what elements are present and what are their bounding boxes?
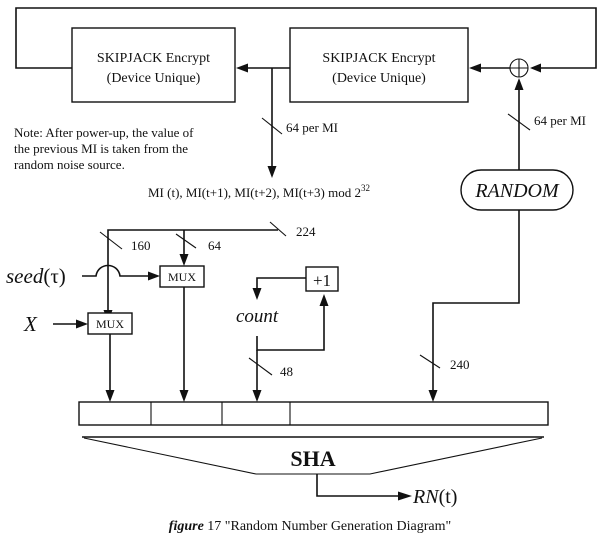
random-240-label: 240: [450, 357, 470, 372]
seed-input: seed(τ): [6, 264, 160, 288]
rn-output: RN(t): [316, 474, 457, 508]
mux-lower-label: MUX: [96, 317, 124, 331]
mi-width-label: 64 per MI: [286, 120, 338, 135]
arrow-count-to-register: [252, 390, 262, 402]
arrow-mux-lower-to-register: [105, 390, 115, 402]
bus-slash: [99, 231, 123, 250]
bus-slash: [261, 117, 283, 135]
arrow-into-count: [252, 288, 262, 300]
arrow-random-to-register: [428, 390, 438, 402]
encrypt-right-subtitle: (Device Unique): [332, 71, 426, 86]
arrow-into-xor: [530, 63, 541, 73]
mux-upper-label: MUX: [168, 270, 196, 284]
figure-caption: figure 17 "Random Number Generation Diag…: [169, 519, 451, 534]
bus-224-label: 224: [296, 224, 316, 239]
caption-text: 17 "Random Number Generation Diagram": [204, 519, 451, 534]
skipjack-encrypt-right: SKIPJACK Encrypt (Device Unique): [289, 27, 469, 103]
counter: +1 count 48: [236, 266, 339, 402]
bus-slash: [175, 233, 197, 249]
seed-label: seed(τ): [6, 264, 66, 288]
arrow-into-upper-mux: [179, 254, 189, 266]
power-up-note: Note: After power-up, the value of the p…: [14, 125, 194, 172]
bus-160-label: 160: [131, 238, 151, 253]
mi-sequence-label: MI (t), MI(t+1), MI(t+2), MI(t+3) mod 23…: [148, 183, 370, 200]
feedback-loop: [15, 7, 597, 73]
arrow-into-right-encrypt: [469, 63, 481, 73]
sha-block: SHA: [82, 436, 544, 475]
arrow-down-mi: [267, 166, 277, 178]
random-width-label: 64 per MI: [534, 113, 586, 128]
xor-icon: [509, 58, 529, 78]
encrypt-right-title: SKIPJACK Encrypt: [322, 51, 435, 66]
rn-name: RN: [412, 486, 440, 508]
bus-slash: [269, 221, 287, 237]
count-48-label: 48: [280, 364, 293, 379]
arrow-seed-into-mux: [148, 271, 160, 281]
note-line-1: Note: After power-up, the value of: [14, 125, 194, 140]
seed-name: seed: [6, 264, 44, 288]
bus-224: 224: [107, 221, 316, 252]
seed-arg: (τ): [43, 264, 65, 288]
bus-slash: [248, 357, 273, 376]
mux-upper: MUX: [159, 265, 205, 402]
bus-64-label: 64: [208, 238, 222, 253]
mi-sequence-text: MI (t), MI(t+1), MI(t+2), MI(t+3) mod 2: [148, 185, 361, 200]
xor-connector: [469, 63, 510, 73]
mi-output-path: 64 per MI: [261, 68, 338, 178]
encrypt-chain-connector: [236, 63, 290, 73]
arrow-x-into-mux: [76, 319, 88, 329]
random-label: RANDOM: [474, 180, 560, 202]
arrow-into-incrementer: [319, 294, 329, 306]
x-input: X: [23, 312, 88, 336]
arrow-mux-upper-to-register: [179, 390, 189, 402]
mux-lower: MUX: [87, 312, 133, 402]
count-label: count: [236, 306, 279, 327]
arrow-to-rn: [398, 491, 412, 501]
incrementer-box: [305, 266, 339, 292]
bus-slash: [507, 113, 531, 131]
bus-64: 64: [175, 230, 222, 266]
encrypt-left-subtitle: (Device Unique): [107, 71, 201, 86]
sha-label: SHA: [290, 446, 335, 471]
mi-sequence-exponent: 32: [361, 183, 370, 193]
random-source: 64 per MI RANDOM 240: [419, 78, 586, 402]
arrow-into-left-encrypt: [236, 63, 248, 73]
rn-label: RN(t): [412, 486, 457, 508]
arrow-random-into-xor: [514, 78, 524, 90]
incrementer-label: +1: [313, 271, 331, 290]
rn-arg: (t): [439, 486, 458, 508]
note-line-2: the previous MI is taken from the: [14, 141, 188, 156]
note-line-3: random noise source.: [14, 157, 125, 172]
encrypt-left-title: SKIPJACK Encrypt: [97, 51, 210, 66]
skipjack-encrypt-left: SKIPJACK Encrypt (Device Unique): [71, 27, 236, 103]
bus-slash: [419, 354, 441, 369]
x-label: X: [23, 312, 38, 336]
caption-prefix: figure: [169, 519, 204, 534]
sha-input-register: [78, 401, 549, 426]
